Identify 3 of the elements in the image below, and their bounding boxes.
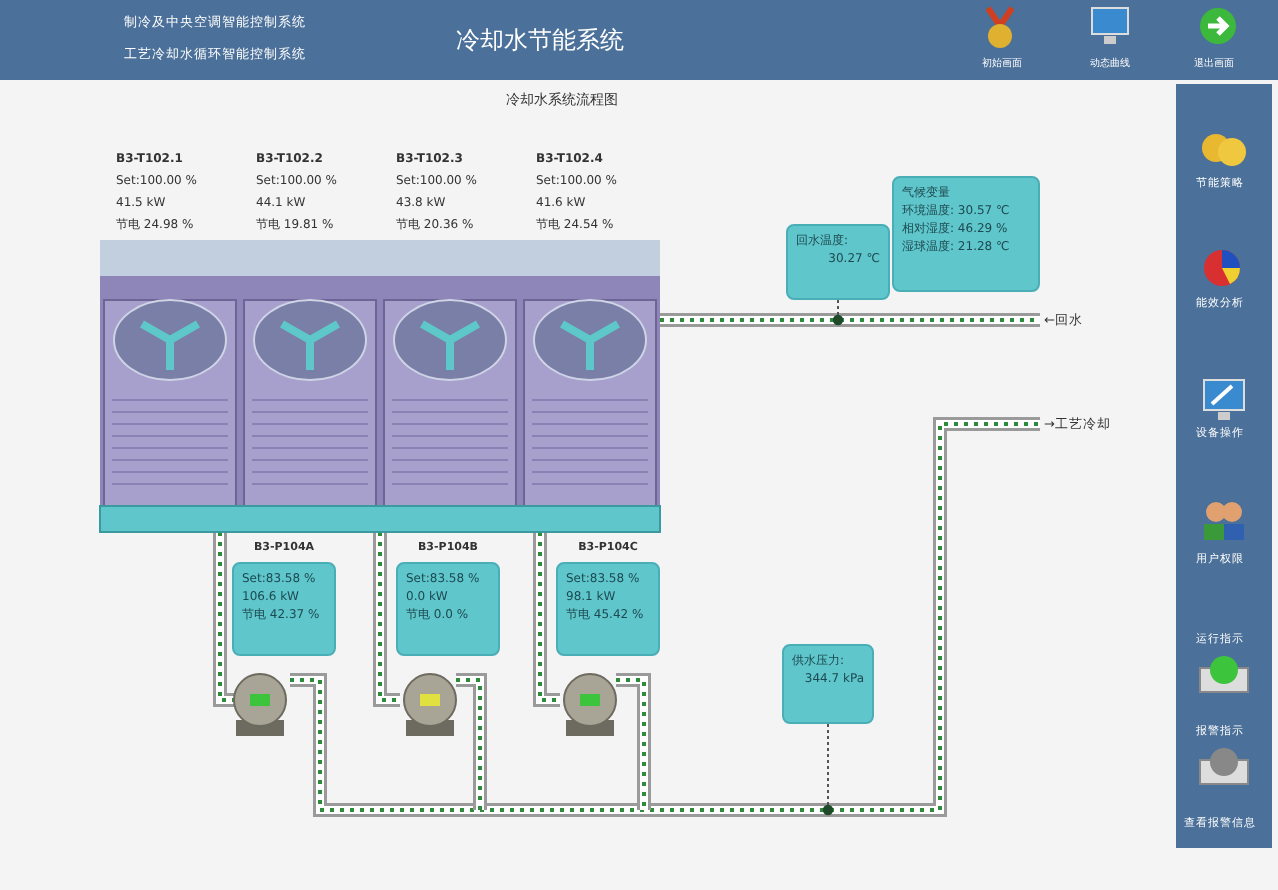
leader-line <box>832 299 844 326</box>
screen-title: 冷却水节能系统 <box>456 28 624 52</box>
leader-line <box>822 723 834 816</box>
